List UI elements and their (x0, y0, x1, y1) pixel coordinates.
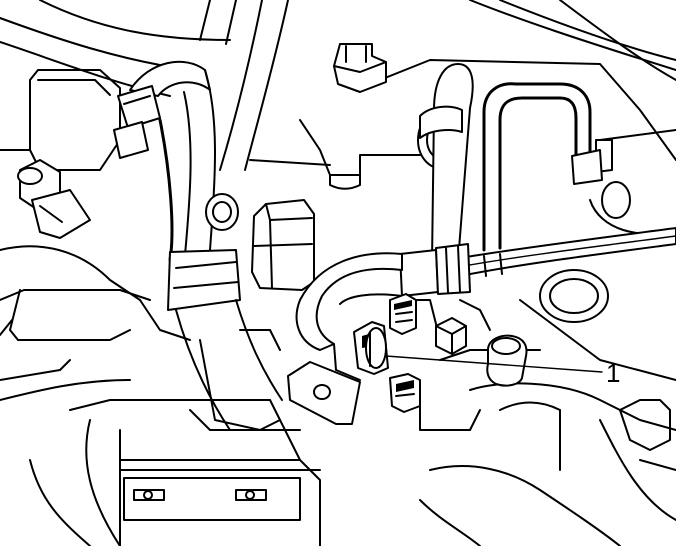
callout-1: 1 (385, 355, 620, 388)
bottom-plate (123, 477, 301, 521)
callout-label: 1 (606, 358, 620, 388)
top-connector-clip (333, 43, 387, 93)
bolts (353, 293, 528, 413)
wiring-harness (113, 60, 283, 431)
callout-leader-line (385, 355, 603, 373)
fuel-line-assembly (287, 63, 676, 425)
hex-sensor (251, 199, 315, 291)
left-sensor-fitting (17, 159, 91, 239)
